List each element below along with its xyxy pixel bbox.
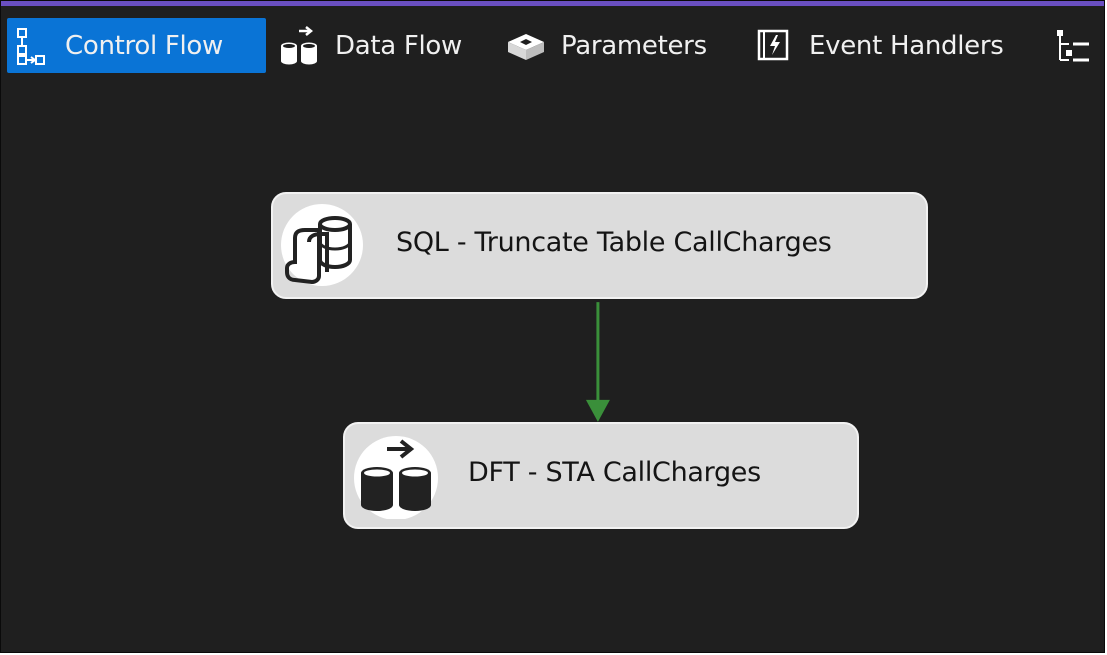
tab-data-flow[interactable]: Data Flow bbox=[275, 18, 475, 73]
tab-data-flow-label: Data Flow bbox=[335, 30, 462, 61]
control-flow-canvas[interactable]: SQL - Truncate Table CallCharges bbox=[1, 74, 1104, 652]
event-handlers-icon bbox=[755, 27, 795, 65]
tab-control-flow[interactable]: Control Flow bbox=[7, 18, 266, 73]
precedence-constraint-arrowhead bbox=[585, 399, 610, 422]
execute-sql-task-label: SQL - Truncate Table CallCharges bbox=[396, 227, 832, 258]
tab-event-handlers-label: Event Handlers bbox=[809, 30, 1004, 61]
package-explorer-icon bbox=[1053, 26, 1093, 66]
tab-parameters-label: Parameters bbox=[561, 30, 707, 61]
data-flow-task-icon bbox=[351, 433, 441, 519]
execute-sql-task[interactable]: SQL - Truncate Table CallCharges bbox=[271, 192, 928, 299]
parameters-icon bbox=[505, 28, 547, 64]
data-flow-task-label: DFT - STA CallCharges bbox=[468, 457, 761, 488]
tab-parameters[interactable]: Parameters bbox=[501, 18, 721, 73]
tab-package-explorer[interactable] bbox=[1051, 18, 1099, 73]
control-flow-icon bbox=[15, 27, 51, 65]
data-flow-task[interactable]: DFT - STA CallCharges bbox=[343, 422, 859, 529]
title-accent-bar bbox=[1, 1, 1104, 6]
tab-control-flow-label: Control Flow bbox=[65, 30, 223, 61]
data-flow-icon bbox=[279, 25, 321, 66]
execute-sql-task-icon bbox=[279, 202, 365, 288]
tab-event-handlers[interactable]: Event Handlers bbox=[753, 18, 1023, 73]
precedence-constraint[interactable] bbox=[1, 74, 1104, 652]
designer-tab-bar: Control Flow Data Flow bbox=[1, 6, 1104, 74]
